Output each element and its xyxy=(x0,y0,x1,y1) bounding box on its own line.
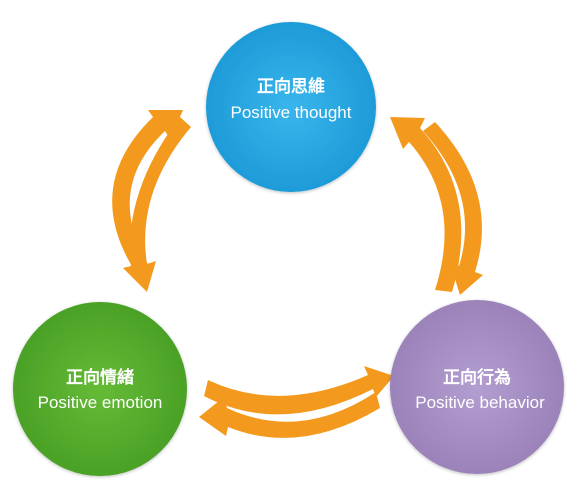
emotion-title: 正向情緒 xyxy=(66,367,134,388)
emotion-circle xyxy=(13,302,187,476)
thought-circle xyxy=(206,22,376,192)
behavior-title: 正向行為 xyxy=(443,367,511,388)
node-thought: 正向思維 Positive thought xyxy=(206,22,376,192)
emotion-subtitle: Positive emotion xyxy=(38,393,163,412)
arrow-behavior-to-thought xyxy=(390,117,462,292)
thought-title: 正向思維 xyxy=(257,76,325,97)
arrow-behavior-to-emotion xyxy=(199,392,380,438)
behavior-circle xyxy=(390,300,564,474)
arrow-thought-to-behavior xyxy=(423,122,483,295)
behavior-subtitle: Positive behavior xyxy=(415,393,545,412)
arrow-thought-to-emotion xyxy=(123,117,191,292)
node-behavior: 正向行為 Positive behavior xyxy=(390,300,564,474)
thought-subtitle: Positive thought xyxy=(231,103,352,122)
arrow-emotion-to-thought xyxy=(112,110,183,268)
node-emotion: 正向情緒 Positive emotion xyxy=(13,302,187,476)
cycle-arrows xyxy=(112,110,483,438)
arrow-emotion-to-behavior xyxy=(204,366,394,415)
